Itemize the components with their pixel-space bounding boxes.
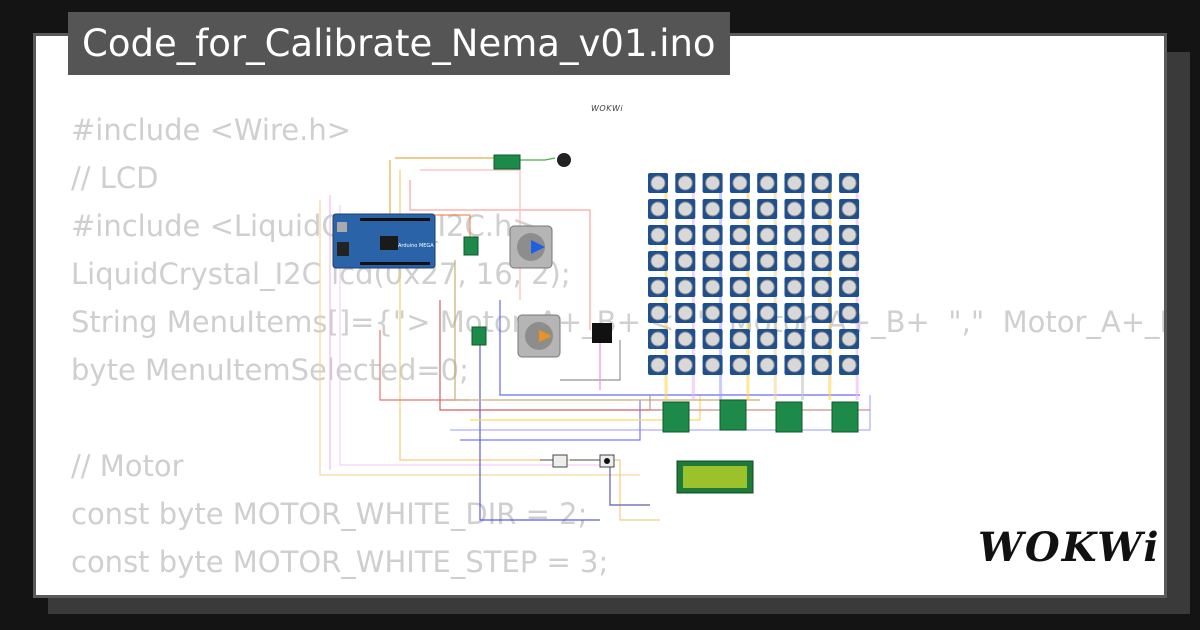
code-line: #include <LiquidCrystal_I2C.h>: [71, 209, 537, 243]
preview-card[interactable]: #include <Wire.h> // LCD #include <LiquidC…: [33, 33, 1167, 598]
code-line: [71, 394, 1164, 442]
code-line: const byte MOTOR_WHITE_STEP = 3;: [71, 545, 609, 579]
code-line: // LCD: [71, 161, 159, 195]
project-title: Code_for_Calibrate_Nema_v01.ino: [68, 12, 730, 75]
code-line: // Motor: [71, 449, 184, 483]
code-line: String MenuItems[]={"> Motor_A+_B+ <"," …: [71, 305, 1167, 339]
code-line: byte MenuItemSelected=0;: [71, 353, 469, 387]
wokwi-logo: WOKWi: [978, 524, 1161, 571]
diagram-watermark: WOKWi: [591, 104, 624, 113]
code-line: LiquidCrystal_I2C lcd(0x27, 16, 2);: [71, 257, 571, 291]
code-line: const byte MOTOR_BLACK_DIR = 4;: [71, 586, 1164, 595]
code-line: #include <Wire.h>: [71, 113, 352, 147]
